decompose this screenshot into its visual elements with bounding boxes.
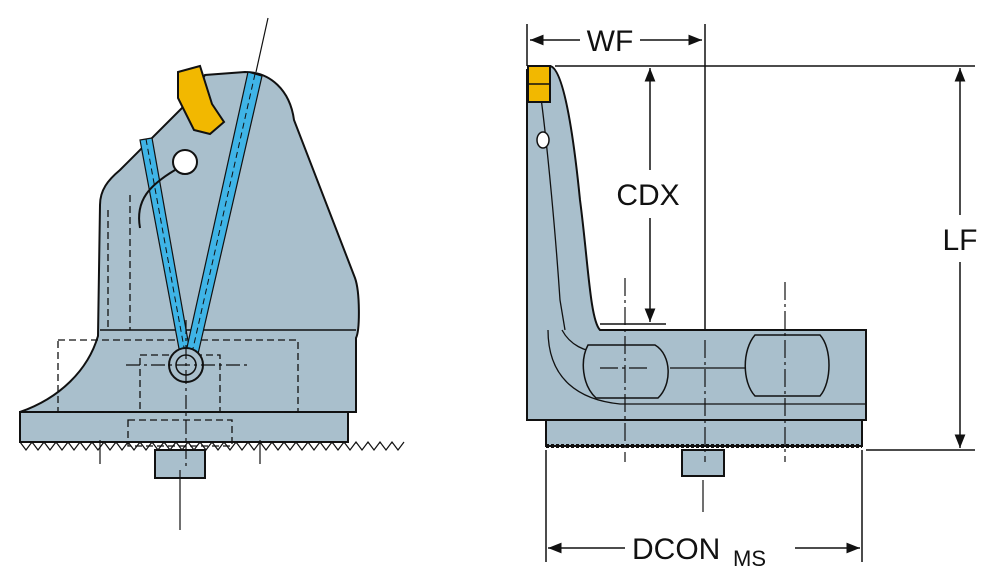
front-serration <box>19 441 405 451</box>
front-view <box>19 17 405 530</box>
side-hole <box>536 131 550 149</box>
side-body <box>526 64 867 421</box>
front-centerlines <box>99 17 269 530</box>
side-view <box>526 64 867 512</box>
label-cdx: CDX <box>616 179 679 212</box>
label-wf: WF <box>587 25 634 58</box>
front-wire <box>138 169 176 229</box>
side-fillet-line <box>547 329 866 405</box>
front-hole <box>172 149 198 175</box>
side-centerlines <box>600 278 786 462</box>
label-dcon-sub: MS <box>733 546 766 571</box>
front-spigot <box>154 449 206 479</box>
dimension-lines <box>526 24 975 562</box>
side-pockets <box>582 334 830 399</box>
coolant-channels <box>139 71 263 355</box>
front-serrated-base <box>19 411 349 443</box>
side-spigot <box>681 449 725 477</box>
front-insert <box>177 64 226 136</box>
dimension-labels: WF CDX LF DCON MS <box>587 25 978 571</box>
label-dcon: DCON <box>632 533 720 566</box>
label-lf: LF <box>942 224 977 257</box>
front-body <box>19 70 360 413</box>
side-base-plate <box>545 419 863 447</box>
